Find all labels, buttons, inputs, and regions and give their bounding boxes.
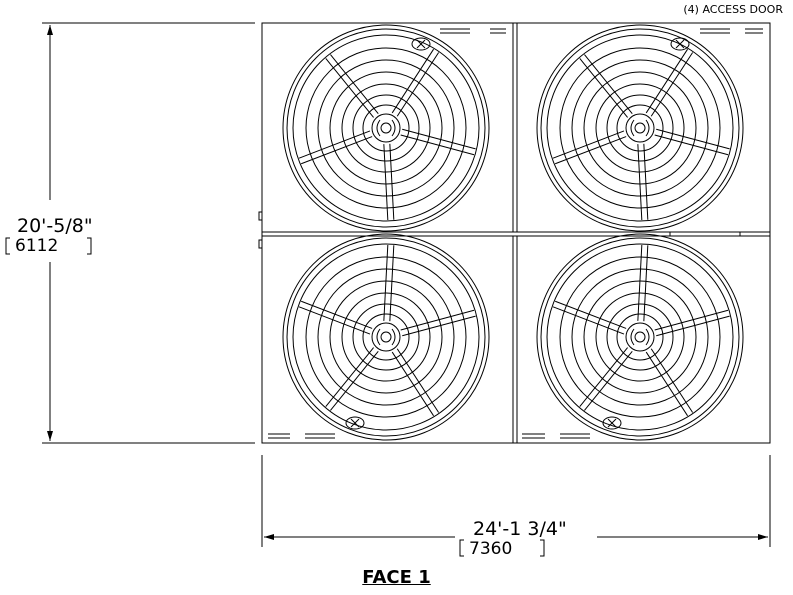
svg-text:6112: 6112 xyxy=(15,236,58,256)
access-door-callout: (4) ACCESS DOOR xyxy=(683,3,783,16)
fan-bottom-right xyxy=(536,233,744,441)
access-door-top-right xyxy=(700,28,763,34)
width-dimension xyxy=(261,455,771,547)
motor-symbol-bottom-right xyxy=(602,416,622,430)
access-door-bottom-left xyxy=(268,433,335,439)
access-door-marks xyxy=(268,28,763,439)
face-title: FACE 1 xyxy=(362,567,431,588)
access-door-top-left xyxy=(440,28,506,34)
fan-bottom-left xyxy=(282,233,490,441)
motor-symbol-top-left xyxy=(411,37,431,51)
fan-array xyxy=(282,24,744,441)
access-door-bottom-right xyxy=(522,433,590,439)
fan-top-right xyxy=(536,24,744,232)
motor-symbol-bottom-left xyxy=(345,416,365,430)
fan-top-left xyxy=(282,24,490,232)
height-dimension xyxy=(42,22,255,444)
height-dimension-imperial: 20'-5/8" xyxy=(17,215,93,237)
unit-outline xyxy=(258,22,771,444)
height-dimension-metric: 6112 xyxy=(5,236,92,256)
svg-text:7360: 7360 xyxy=(469,539,512,559)
width-dimension-metric: 7360 xyxy=(459,539,545,559)
motor-symbols xyxy=(345,37,690,430)
face-title-wrap: FACE 1 xyxy=(0,567,793,588)
width-dimension-imperial: 24'-1 3/4" xyxy=(473,518,567,540)
motor-symbol-top-right xyxy=(670,37,690,51)
